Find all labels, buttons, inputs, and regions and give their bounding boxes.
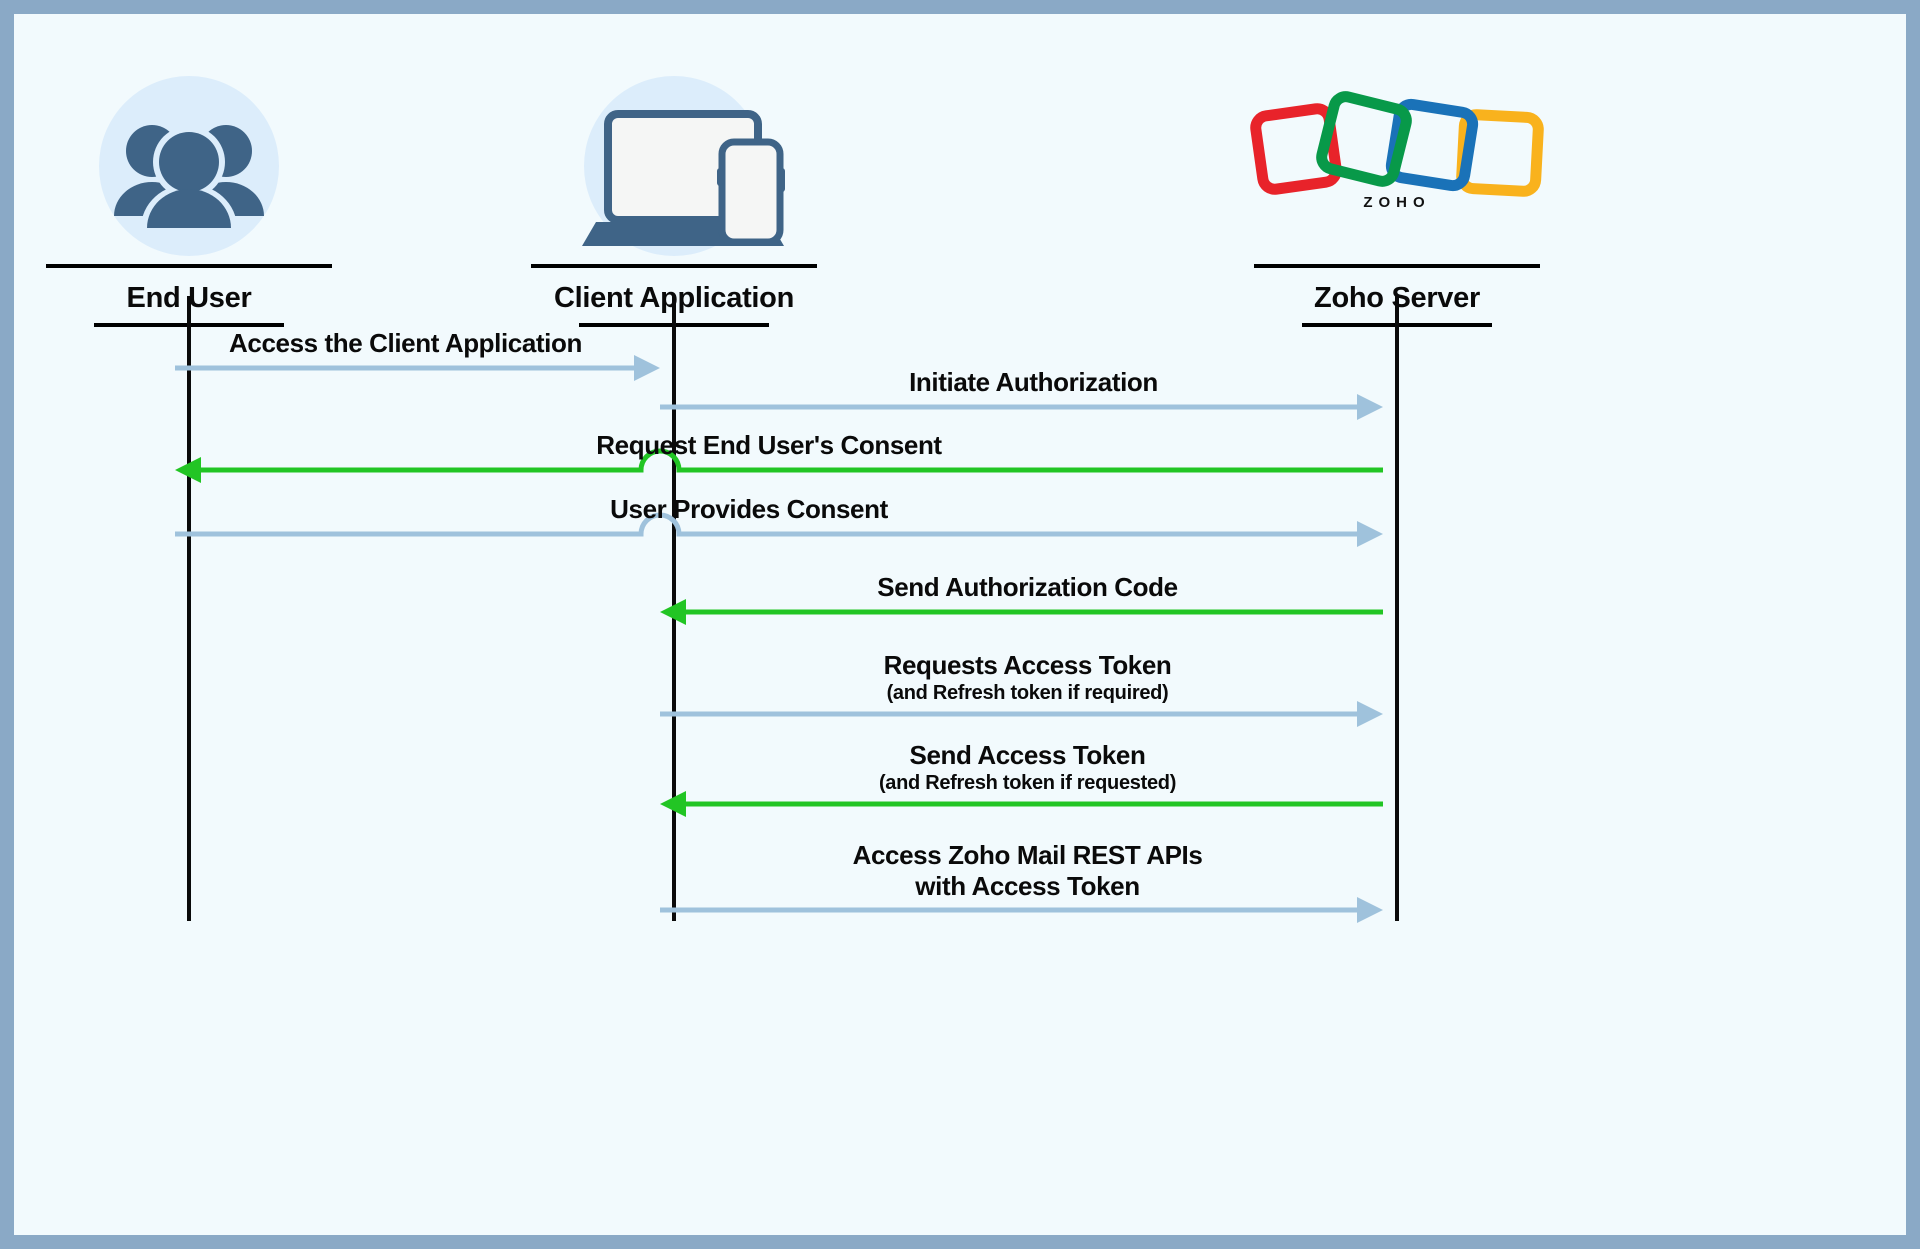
message-label-user-provides-consent: User Provides Consent (145, 494, 1353, 524)
zoho-wordmark: ZOHO (1363, 194, 1431, 211)
arrow-access-client-application (175, 355, 660, 381)
arrow-head (634, 355, 660, 381)
participant-client-application: Client Application (504, 76, 844, 327)
client-application-icon-wrap (504, 76, 844, 256)
message-line1: Request End User's Consent (596, 430, 942, 460)
lifeline-zoho-server (1395, 296, 1399, 921)
message-initiate-authorization: Initiate Authorization (660, 315, 1383, 435)
arrow-head (175, 457, 201, 483)
message-label-request-end-users-consent: Request End User's Consent (165, 430, 1373, 460)
end-user-icon-wrap (19, 76, 359, 256)
message-access-client-application: Access the Client Application (175, 276, 660, 396)
message-line1: Send Access Token (909, 740, 1146, 770)
arrow-send-access-token (660, 791, 1383, 817)
arrow-head (1357, 394, 1383, 420)
message-label-initiate-authorization: Initiate Authorization (672, 367, 1395, 397)
message-line1: Requests Access Token (883, 650, 1172, 680)
arrow-head (660, 791, 686, 817)
laptop-phone-icon (582, 110, 785, 246)
arrow-send-authorization-code (660, 599, 1383, 625)
users-group-icon (114, 125, 264, 228)
message-line1: Access Zoho Mail REST APIs (852, 840, 1203, 870)
message-label-send-access-token: Send Access Token(and Refresh token if r… (666, 740, 1389, 794)
arrow-head (1357, 701, 1383, 727)
message-line1: Access the Client Application (229, 328, 582, 358)
zoho-logo-icon (1250, 91, 1544, 197)
arrow-user-provides-consent (175, 512, 1383, 547)
message-user-provides-consent: User Provides Consent (175, 442, 1383, 562)
message-line1: User Provides Consent (610, 494, 888, 524)
lifeline-end-user (187, 296, 191, 921)
client-application-top-rule (531, 264, 817, 268)
arrow-shaft (197, 448, 1383, 473)
message-requests-access-token: Requests Access Token(and Refresh token … (660, 622, 1383, 742)
message-send-access-token: Send Access Token(and Refresh token if r… (660, 712, 1383, 832)
message-line2: (and Refresh token if requested) (878, 771, 1177, 794)
participant-end-user: End User (19, 76, 359, 327)
message-send-authorization-code: Send Authorization Code (660, 520, 1383, 640)
message-label-send-authorization-code: Send Authorization Code (666, 572, 1389, 602)
message-line2: with Access Token (915, 870, 1140, 901)
arrow-head (1357, 897, 1383, 923)
message-line1: Initiate Authorization (909, 367, 1158, 397)
arrow-access-zoho-mail-rest-apis (660, 897, 1383, 923)
message-line2: (and Refresh token if required) (886, 681, 1169, 704)
participant-zoho-server: ZOHO Zoho Server (1227, 76, 1567, 327)
zoho-server-top-rule (1254, 264, 1540, 268)
arrow-shaft (175, 512, 1361, 537)
arrow-request-end-users-consent (175, 448, 1383, 483)
end-user-top-rule (46, 264, 332, 268)
diagram-inner-frame: End User Client Application (14, 14, 1906, 1235)
message-label-requests-access-token: Requests Access Token(and Refresh token … (666, 650, 1389, 704)
arrow-initiate-authorization (660, 394, 1383, 420)
zoho-server-icon-wrap: ZOHO (1227, 76, 1567, 256)
message-request-end-users-consent: Request End User's Consent (175, 378, 1383, 498)
arrow-requests-access-token (660, 701, 1383, 727)
message-line1: Send Authorization Code (877, 572, 1178, 602)
message-label-access-client-application: Access the Client Application (163, 328, 648, 358)
arrow-head (660, 599, 686, 625)
arrow-head (1357, 521, 1383, 547)
